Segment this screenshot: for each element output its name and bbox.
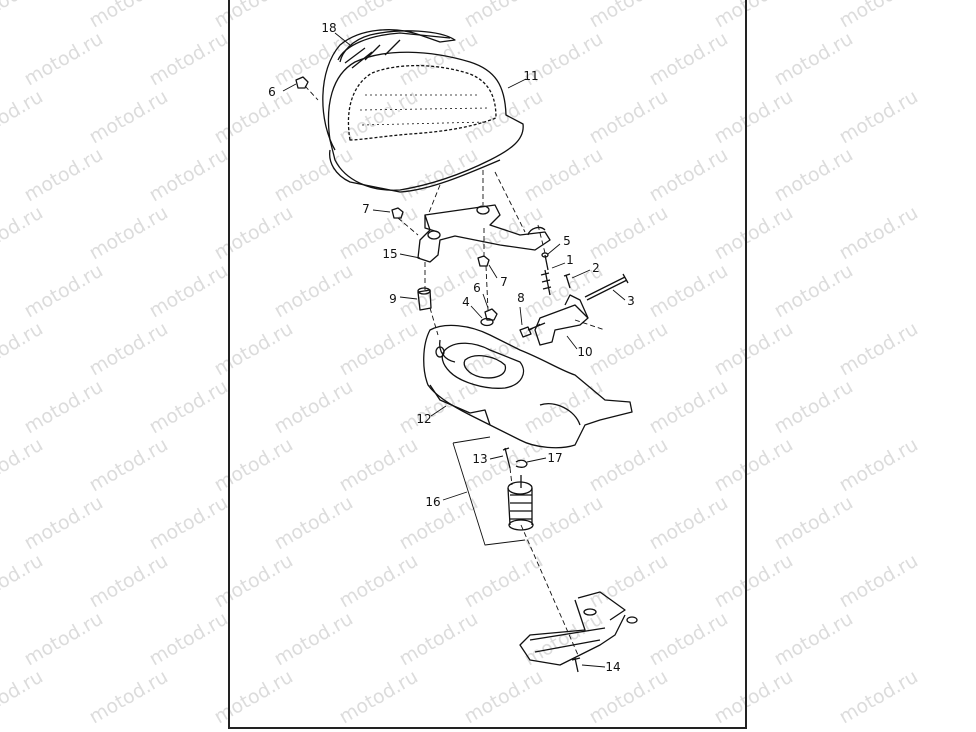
seat-bracket-15 [417,204,551,263]
nut-6a [295,76,309,89]
callout-label-4: 4 [462,295,470,309]
callout-label-16: 16 [425,495,440,509]
washer-4 [480,317,494,327]
callout-label-17: 17 [547,451,562,465]
callout-label-12: 12 [416,412,431,426]
rod-3 [584,273,629,301]
nut-7a [391,207,404,219]
callout-label-6b: 6 [473,281,481,295]
callout-label-7a: 7 [362,202,370,216]
leader-lines [282,32,626,668]
bolt-14 [571,657,581,673]
bracket-line-16 [452,436,526,546]
callout-label-8: 8 [517,291,525,305]
body-panel-12 [423,324,633,449]
callout-label-1: 1 [566,253,574,267]
callout-label-15: 15 [382,247,397,261]
shock-assembly-16 [452,436,534,546]
bolt-8 [519,322,546,338]
callout-label-2: 2 [592,261,600,275]
spacer-9 [417,289,432,311]
screw-2 [563,273,571,289]
seat-cushion-11 [327,51,524,191]
seat-assembly [322,29,524,193]
clip-17 [515,459,528,468]
callout-label-6a: 6 [268,85,276,99]
callout-label-3: 3 [627,294,635,308]
callout-label-5: 5 [563,234,571,248]
callout-label-11: 11 [523,69,538,83]
callout-label-10: 10 [577,345,592,359]
bracket-10 [534,294,589,346]
bolt-1 [540,269,552,296]
callout-label-9: 9 [389,292,397,306]
callout-label-13: 13 [472,452,487,466]
screw-13 [502,447,511,469]
callout-label-14: 14 [605,660,620,674]
fasteners [295,76,629,338]
diagram-frame [228,0,747,729]
base-frame [519,591,638,673]
nut-7b [477,255,490,267]
assembly-lines [304,85,606,656]
callout-label-18: 18 [321,21,336,35]
callout-label-7b: 7 [500,275,508,289]
